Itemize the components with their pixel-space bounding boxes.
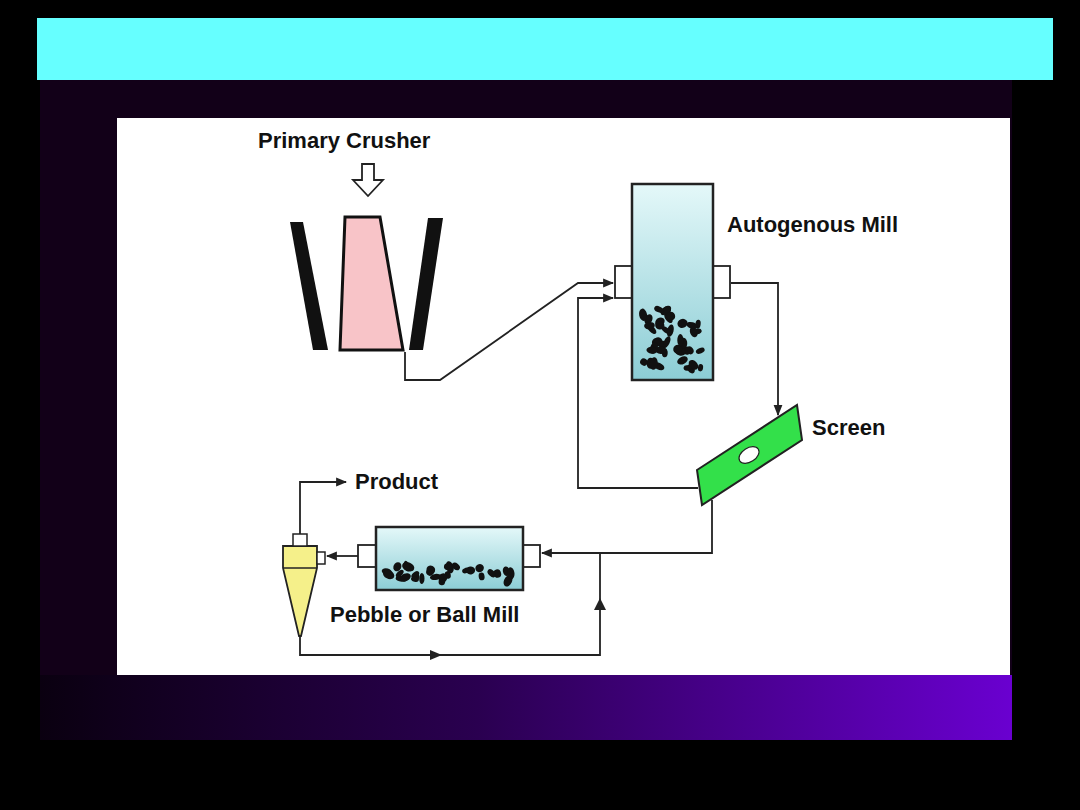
pebble xyxy=(474,563,485,574)
pebble xyxy=(644,321,656,330)
screen-deck xyxy=(697,405,802,505)
overflow-pipe xyxy=(293,534,307,546)
pebble xyxy=(461,566,471,574)
pebble xyxy=(649,357,659,371)
mill-shell xyxy=(632,184,713,380)
pebble xyxy=(653,305,664,314)
hydrocyclone xyxy=(283,534,325,636)
arrowhead xyxy=(430,650,442,660)
unit-label: Autogenous Mill xyxy=(727,212,898,238)
mill-shell xyxy=(376,527,523,590)
pebble xyxy=(646,346,658,354)
unit-label: Primary Crusher xyxy=(258,128,430,154)
unit-label: Screen xyxy=(812,415,885,441)
crusher-plate xyxy=(409,218,443,350)
pebble xyxy=(639,357,649,367)
diagram-panel xyxy=(117,118,1010,675)
pebble xyxy=(638,308,648,322)
crusher-plate xyxy=(290,222,328,350)
shape-outline xyxy=(250,126,490,358)
flow-connector xyxy=(542,500,712,553)
cyclone-seam xyxy=(283,567,317,569)
pebble xyxy=(662,335,673,349)
unit-label: Pebble or Ball Mill xyxy=(330,602,519,628)
screen-unit: Screen xyxy=(690,400,910,510)
pebble xyxy=(676,317,689,329)
pebble xyxy=(437,572,449,585)
trunnion xyxy=(615,266,633,298)
pebble xyxy=(425,564,436,575)
crusher-unit: Primary Crusher xyxy=(250,126,490,358)
mill-unit: Autogenous Mill xyxy=(612,180,962,385)
pebble xyxy=(410,576,419,583)
pebble xyxy=(478,572,485,581)
pebble xyxy=(655,321,665,330)
trunnion xyxy=(358,545,376,567)
pebble xyxy=(665,310,677,322)
pebble xyxy=(419,573,424,584)
mill-unit: Pebble or Ball Mill xyxy=(320,520,610,635)
shape-outline xyxy=(612,180,962,385)
crusher-cone xyxy=(340,217,403,350)
pebble xyxy=(507,567,516,580)
product-line xyxy=(300,482,346,534)
trunnion xyxy=(712,266,730,298)
feed-arrow xyxy=(353,164,383,196)
background-panel xyxy=(40,80,1012,740)
pebble xyxy=(677,334,683,346)
pebble xyxy=(443,563,453,572)
cyclone-body xyxy=(283,546,317,636)
title-bar xyxy=(37,18,1053,80)
flow-connector xyxy=(731,283,778,415)
pebble xyxy=(676,355,689,367)
pebble xyxy=(697,364,703,372)
arrowhead xyxy=(594,598,606,610)
pebble xyxy=(683,365,691,372)
pebble xyxy=(486,568,497,579)
inlet-pipe xyxy=(317,552,325,564)
gradient-band xyxy=(40,675,1012,740)
stream-label: Product xyxy=(355,469,438,495)
underflow-line xyxy=(300,553,600,655)
pebble xyxy=(381,568,395,581)
pebble xyxy=(403,560,411,572)
trunnion xyxy=(522,545,540,567)
feed-line xyxy=(327,555,358,557)
pebble xyxy=(395,569,405,579)
screen-aperture xyxy=(736,443,762,467)
pebble xyxy=(692,328,703,336)
pebble xyxy=(695,347,706,356)
